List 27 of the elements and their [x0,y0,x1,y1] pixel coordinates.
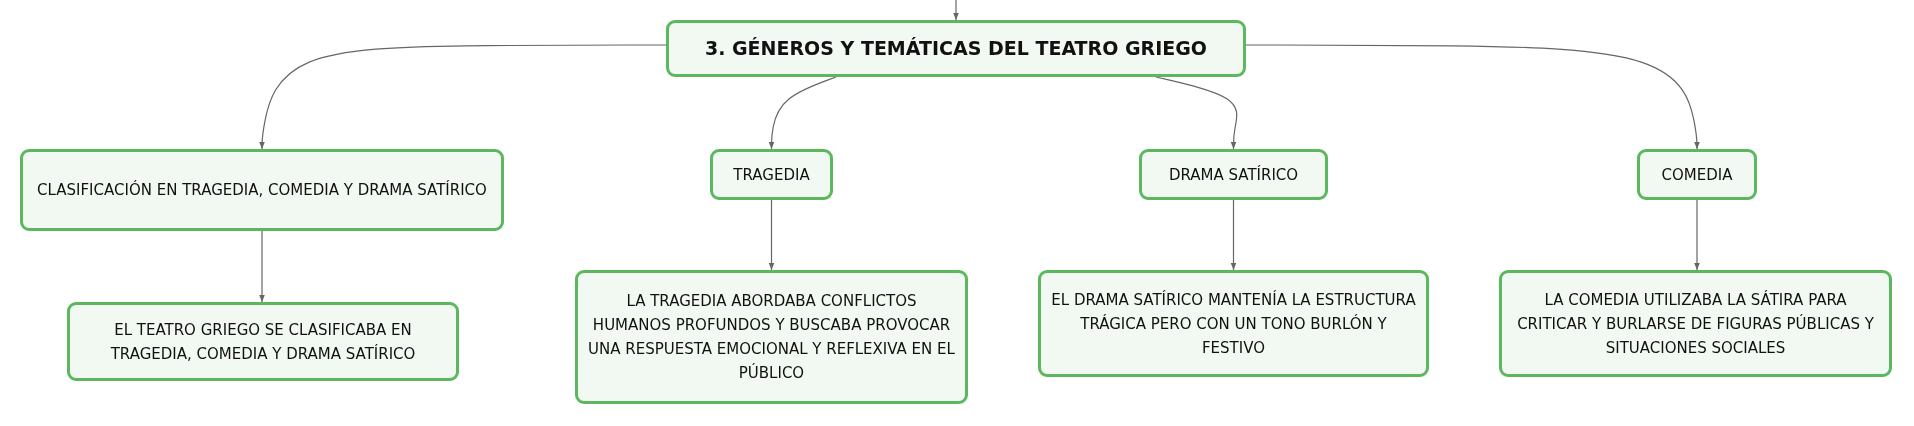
topic-text: TRAGEDIA [732,164,811,186]
topic-box [1499,270,1892,377]
connector-arrow [768,199,775,271]
topic-box [710,149,833,200]
topic-text: EL DRAMA SATÍRICO MANTENÍA LA ESTRUCTURA TRÁGICA PERO CON UN TONO BURLÓN Y FESTIVO [1050,289,1417,359]
topic-box [575,270,968,404]
topic-box [1038,270,1429,377]
topic-text: COMEDIA [1660,164,1734,186]
topic-text: LA COMEDIA UTILIZABA LA SÁTIRA PARA CRITICAR Y BURLARSE DE FIGURAS PÚBLICAS Y SITUACIONES SOCIALES [1516,289,1875,359]
connector-arrow [259,44,667,150]
central-topic-box [666,20,1246,77]
topic-text: CLASIFICACIÓN EN TRAGEDIA, COMEDIA Y DRAMA SATÍRICO [36,179,488,201]
connector-arrow [1230,199,1237,271]
connector-arrow [1694,199,1700,271]
topic-text: LA TRAGEDIA ABORDABA CONFLICTOS HUMANOS PROFUNDOS Y BUSCABA PROVOCAR UNA RESPUESTA EMOCIONAL Y REFLEXIVA EN EL PÚBLICO [587,291,956,384]
topic-box [67,302,459,381]
topic-box [1139,149,1328,200]
connector-arrow [1245,44,1700,150]
connector-arrow [953,0,959,21]
topic-text: DRAMA SATÍRICO [1167,164,1300,186]
topic-box [1637,149,1757,200]
connector-arrow [1155,76,1238,150]
connector-arrow [768,76,837,150]
topic-box [20,149,504,231]
topic-text: 3. GÉNEROS Y TEMÁTICAS DEL TEATRO GRIEGO [703,36,1208,62]
connector-arrow [259,230,265,303]
topic-text: EL TEATRO GRIEGO SE CLASIFICABA EN TRAGEDIA, COMEDIA Y DRAMA SATÍRICO [109,319,417,365]
